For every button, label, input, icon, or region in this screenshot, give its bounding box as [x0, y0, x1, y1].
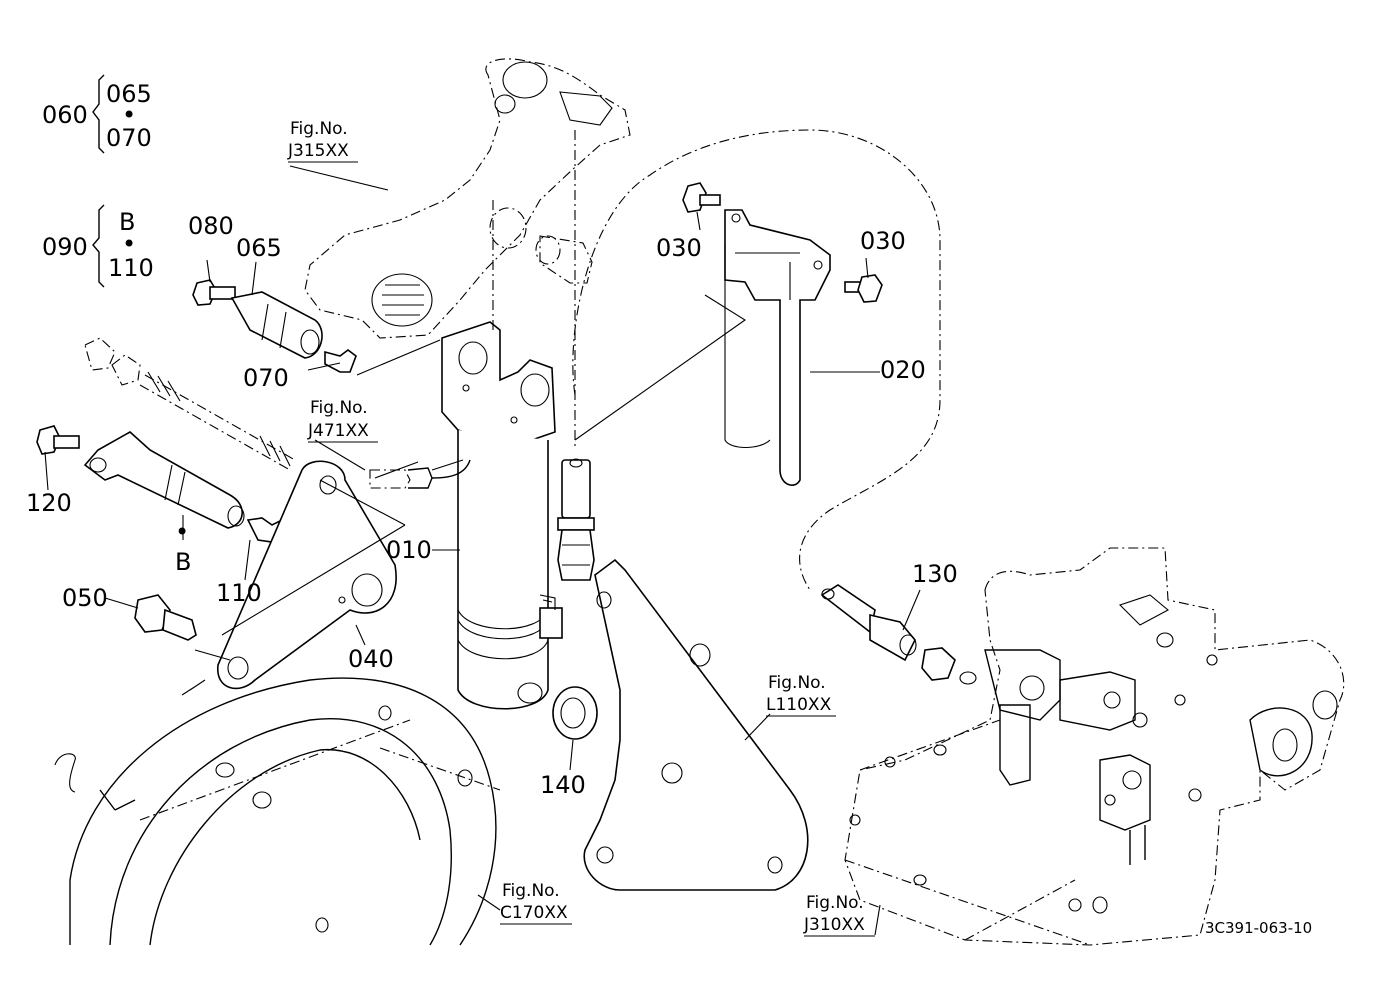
figref-j310-title: Fig.No. — [806, 893, 864, 913]
label-070-group: 070 — [106, 124, 152, 152]
panel-l110 — [583, 558, 809, 891]
bushing — [535, 235, 593, 284]
bolt-030-left — [682, 182, 721, 213]
leader-lines — [44, 165, 921, 936]
pin-b — [83, 431, 245, 529]
label-090: 090 — [42, 233, 88, 261]
figref-l110-code: L110XX — [766, 695, 832, 715]
figure-references: Fig.No. J315XX Fig.No. J471XX Fig.No. L1… — [287, 119, 875, 937]
label-030-right: 030 — [860, 227, 906, 255]
bracket-040 — [217, 460, 397, 690]
hydraulic-hose-fitting-top — [557, 458, 595, 581]
hydraulic-cylinder — [441, 321, 563, 710]
label-070: 070 — [243, 364, 289, 392]
grease-fitting-070 — [324, 349, 357, 373]
hose-cover-plate — [724, 209, 831, 486]
label-120: 120 — [26, 489, 72, 517]
part-labels: 060 065 • 070 090 B • 110 080 065 070 03… — [26, 80, 958, 799]
label-030-left: 030 — [656, 234, 702, 262]
figref-j315-title: Fig.No. — [290, 119, 348, 139]
sensor-fitting — [369, 459, 471, 489]
label-080: 080 — [188, 212, 234, 240]
bolt-120 — [36, 425, 80, 455]
bolt-080 — [192, 279, 236, 306]
label-010: 010 — [386, 536, 432, 564]
figref-c170-code: C170XX — [500, 903, 568, 923]
lift-arm — [304, 58, 631, 339]
figref-l110-title: Fig.No. — [768, 673, 826, 693]
group-bracket-090 — [92, 204, 105, 288]
label-b: B — [175, 548, 191, 576]
label-020: 020 — [880, 356, 926, 384]
hose-fitting-130 — [820, 584, 977, 685]
figref-c170-title: Fig.No. — [502, 881, 560, 901]
label-110-group: 110 — [108, 254, 154, 282]
label-065: 065 — [236, 234, 282, 262]
label-110: 110 — [216, 579, 262, 607]
label-b-group: B — [119, 208, 135, 236]
label-040: 040 — [348, 645, 394, 673]
figref-j471-title: Fig.No. — [310, 398, 368, 418]
oil-seal-140 — [552, 686, 598, 740]
label-140: 140 — [540, 771, 586, 799]
label-dot-b2: • — [175, 518, 189, 546]
threaded-rod — [84, 337, 296, 471]
label-130: 130 — [912, 560, 958, 588]
label-050: 050 — [62, 584, 108, 612]
figref-j310-code: J310XX — [803, 915, 865, 935]
label-dot-b: • — [122, 230, 136, 258]
figref-j471-code: J471XX — [307, 421, 369, 441]
bolt-050 — [134, 594, 197, 641]
label-065-group: 065 — [106, 80, 152, 108]
label-dot-a: • — [122, 101, 136, 129]
housing-c170 — [54, 677, 501, 946]
drawing-code: 3C391-063-10 — [1205, 919, 1312, 937]
figref-j315-code: J315XX — [287, 141, 349, 161]
valve-body-j310 — [844, 547, 1345, 946]
label-060: 060 — [42, 101, 88, 129]
group-bracket-060 — [92, 74, 105, 154]
bolt-030-right — [844, 274, 883, 303]
pin-065 — [230, 291, 323, 359]
